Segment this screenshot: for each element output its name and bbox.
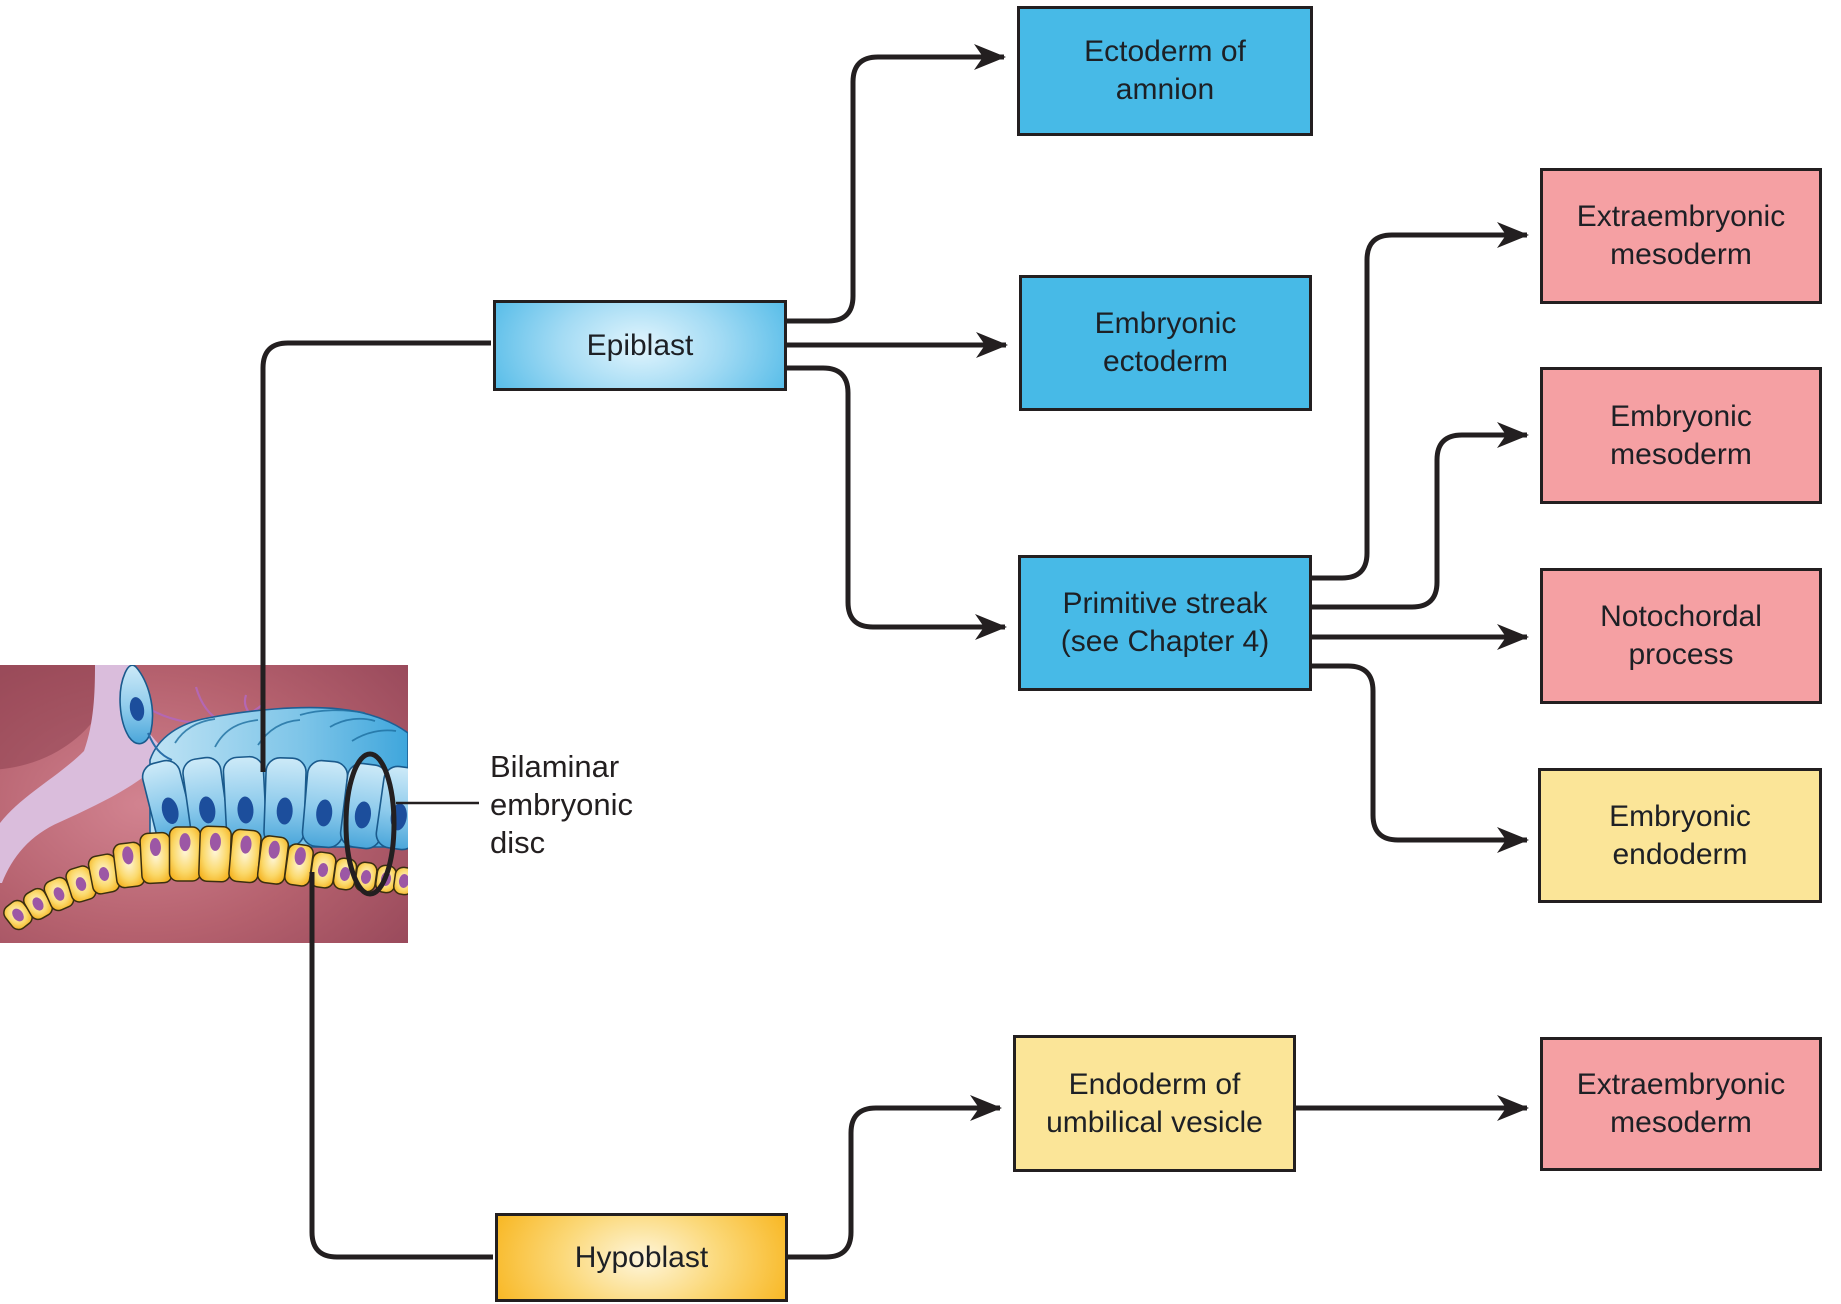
connector-primitive-streak-to-embryonic-mesoderm (1312, 422, 1529, 610)
epiblast-cell-layer (141, 755, 408, 851)
illustration-shade (0, 665, 115, 770)
connector-primitive-streak-to-embryonic-endoderm (1312, 663, 1529, 853)
connector-bilaminar-disc-hypoblast-layer-to-hypoblast (309, 872, 493, 1260)
endoderm-of-umbilical-vesicle: Endoderm of umbilical vesicle (1013, 1035, 1296, 1172)
hypoblast: Hypoblast (495, 1213, 788, 1302)
connector-epiblast-to-primitive-streak (787, 365, 1007, 640)
hypoblast-cell-layer (3, 825, 408, 931)
connector-hypoblast-to-endoderm-of-umbilical-vesicle (788, 1095, 1002, 1260)
extraembryonic-mesoderm-lower: Extraembryonic mesoderm (1540, 1037, 1822, 1171)
connector-primitive-streak-to-extraembryonic-mesoderm-upper (1312, 222, 1529, 581)
connector-epiblast-to-ectoderm-of-amnion (787, 44, 1006, 324)
bilaminar-embryonic-disc-label: Bilaminar embryonic disc (490, 749, 633, 860)
annotation-ellipse (343, 751, 397, 897)
ectoderm-of-amnion: Ectoderm of amnion (1017, 6, 1313, 136)
amnioblast-cell (119, 665, 173, 761)
bilaminar-disc-illustration (0, 665, 408, 943)
primitive-streak: Primitive streak (see Chapter 4) (1018, 555, 1312, 691)
embryonic-mesoderm: Embryonic mesoderm (1540, 367, 1822, 504)
extraembryonic-mesoderm-upper: Extraembryonic mesoderm (1540, 168, 1822, 304)
epiblast: Epiblast (493, 300, 787, 391)
embryonic-ectoderm: Embryonic ectoderm (1019, 275, 1312, 411)
connector-bilaminar-disc-epiblast-layer-to-epiblast (260, 340, 491, 772)
embryonic-endoderm: Embryonic endoderm (1538, 768, 1822, 903)
notochordal-process: Notochordal process (1540, 568, 1822, 704)
